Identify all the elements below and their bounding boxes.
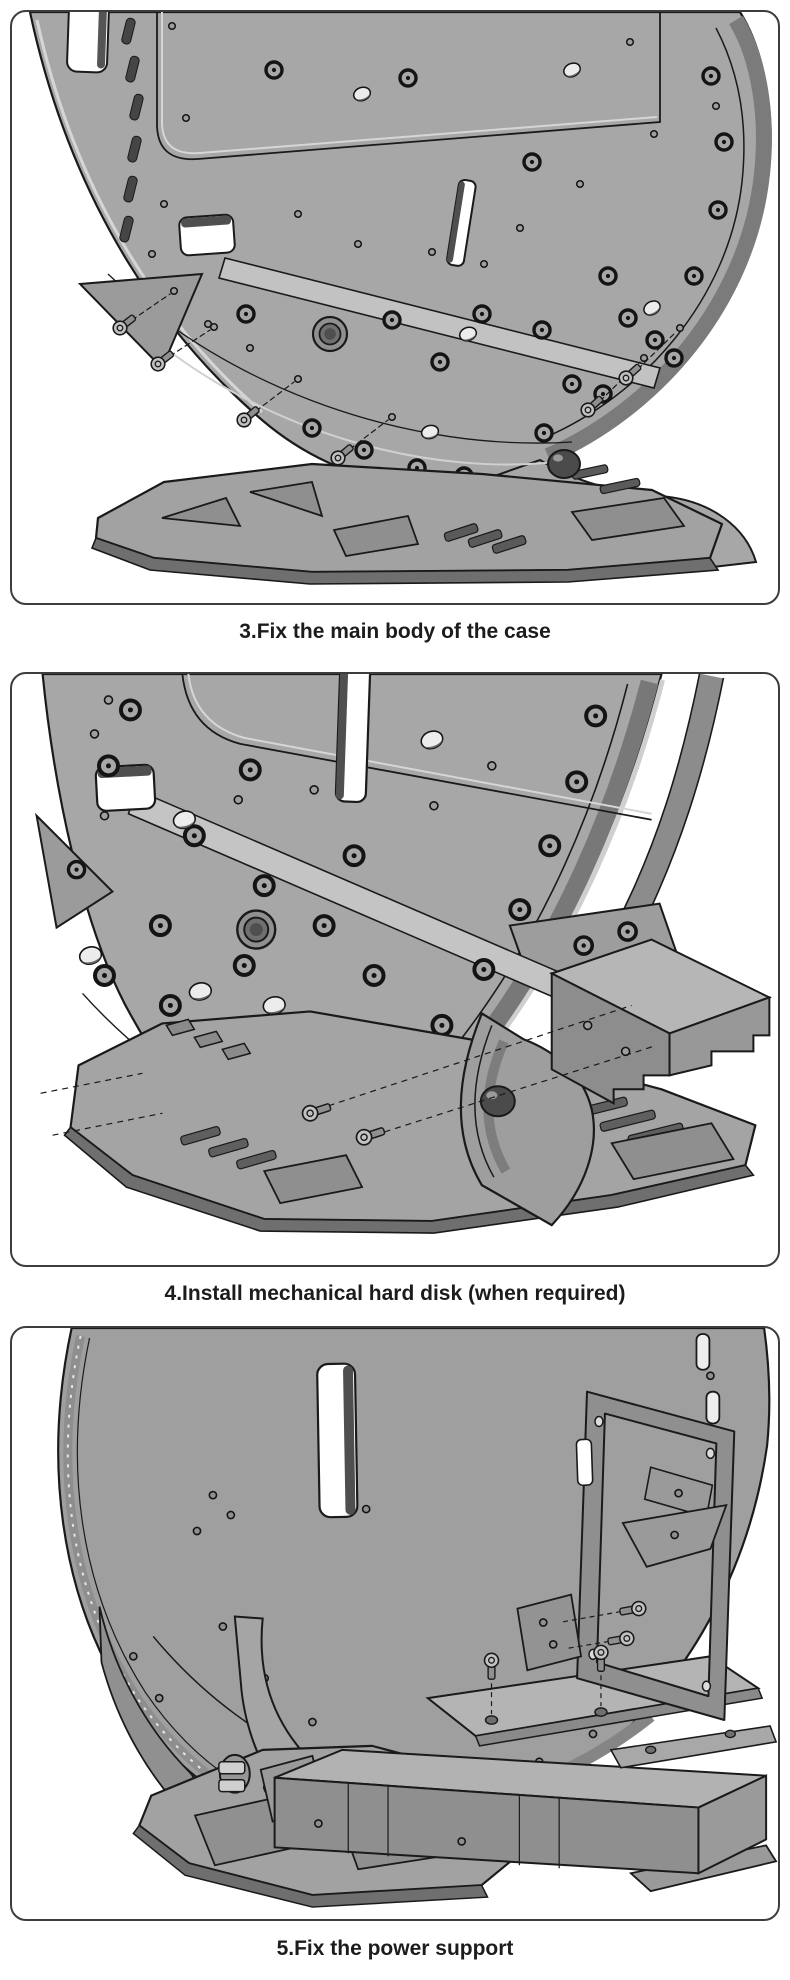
mounting-screws: [109, 286, 685, 469]
illustration-install-mechanical-hard-disk: [35, 674, 772, 1234]
power-bracket-frame: [575, 1390, 736, 1722]
hdd-screws: [40, 1004, 657, 1148]
center-grommet: [236, 909, 277, 950]
dome-button: [547, 449, 581, 479]
illustration-fix-main-case-body: [28, 12, 772, 585]
dome-button: [479, 1085, 516, 1118]
step-4-frame: [10, 672, 780, 1267]
step-panel-4: 4.Install mechanical hard disk (when req…: [0, 672, 790, 1308]
center-grommet: [311, 315, 349, 353]
step-panel-3: 3.Fix the main body of the case: [0, 10, 790, 646]
motherboard-recess: [156, 12, 662, 389]
base-plate: [90, 462, 724, 585]
left-bracket: [35, 812, 115, 930]
plate-slots: [178, 178, 477, 267]
left-slot-column: [66, 12, 144, 243]
step-5-frame: [10, 1326, 780, 1921]
psu-box: [273, 1748, 768, 1875]
step-3-caption: 3.Fix the main body of the case: [239, 620, 551, 643]
hard-disk: [549, 938, 772, 1105]
step-4-caption: 4.Install mechanical hard disk (when req…: [164, 1282, 626, 1305]
vertical-slot: [316, 1362, 359, 1519]
bracket-screws: [483, 1599, 648, 1715]
top-right-slots: [695, 1333, 721, 1425]
step-3-frame: [10, 10, 780, 605]
step-5-caption: 5.Fix the power support: [276, 1937, 514, 1960]
step-panel-5: 5.Fix the power support: [0, 1326, 790, 1963]
bracket-mount-plate: [516, 1593, 583, 1672]
illustration-fix-power-support: [57, 1328, 778, 1908]
